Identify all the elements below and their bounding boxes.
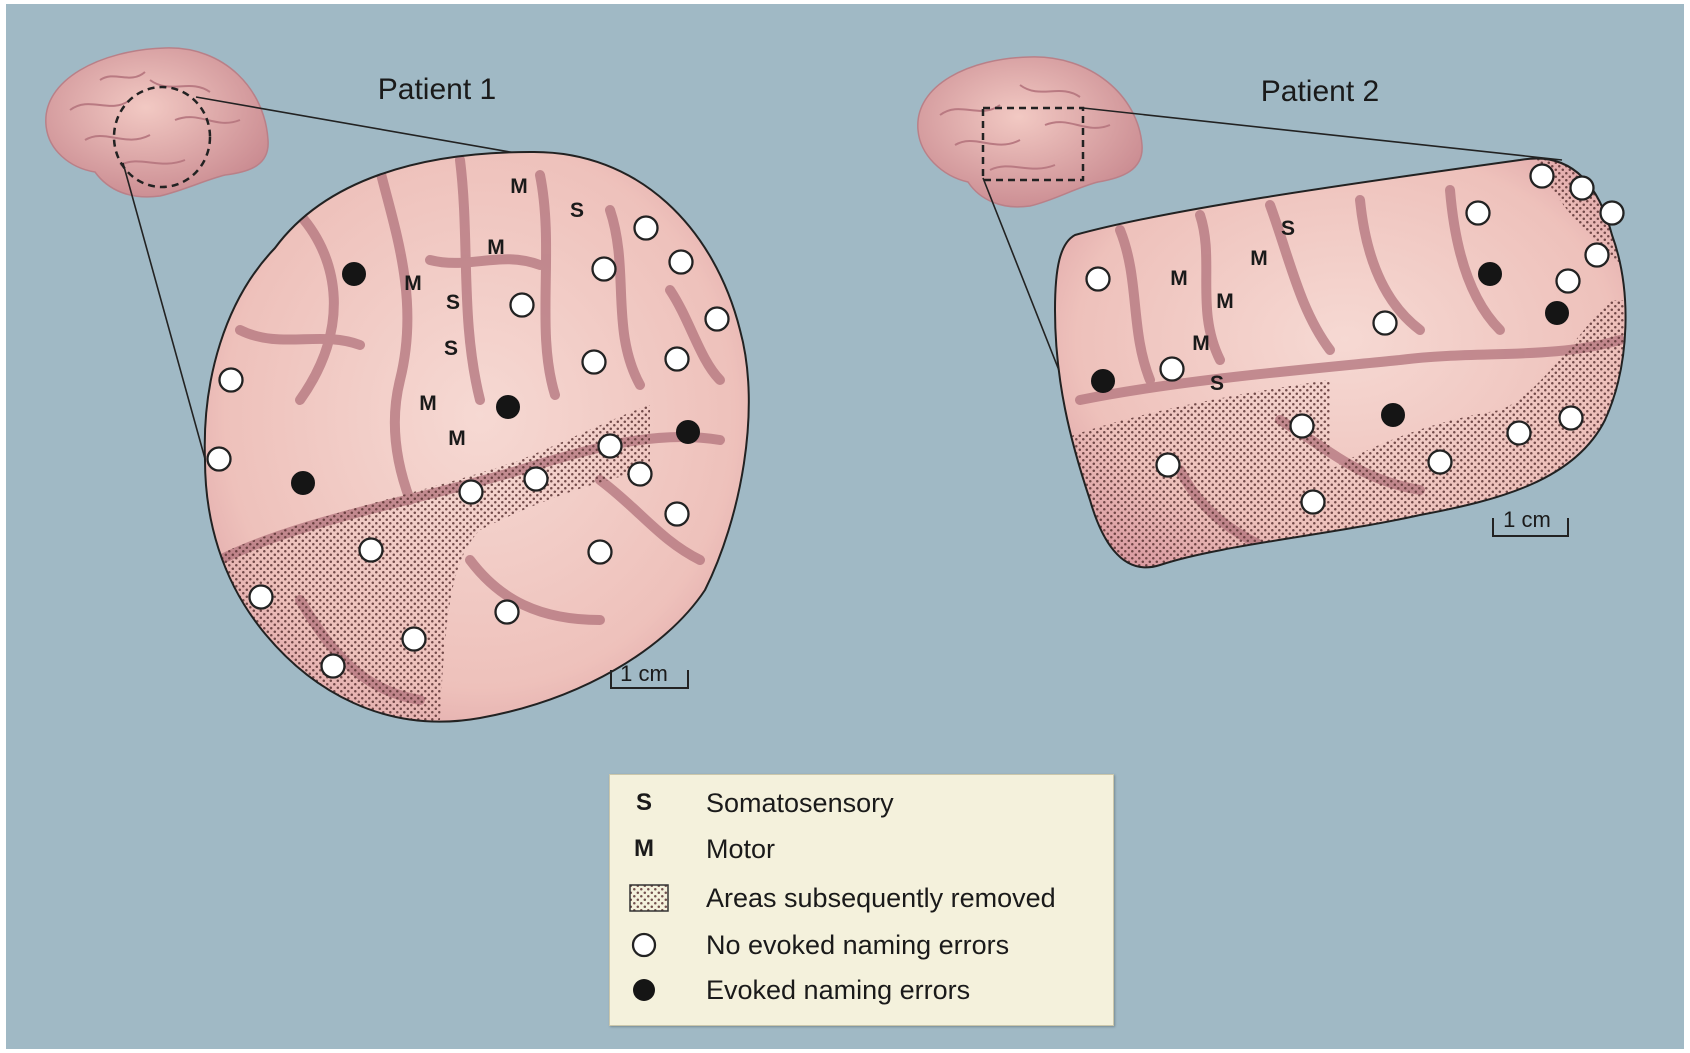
open-site	[208, 448, 231, 471]
motor-site-label: M	[1170, 267, 1188, 290]
patient-1-scale-label: 1 cm	[620, 661, 668, 686]
motor-legend-symbol: M	[634, 835, 654, 863]
open-site	[599, 435, 622, 458]
open-site	[670, 251, 693, 274]
error-site	[1382, 404, 1405, 427]
open-site	[1586, 244, 1609, 267]
legend-label: Areas subsequently removed	[706, 883, 1056, 914]
somatosensory-site-label: S	[1210, 372, 1224, 395]
open-site	[1087, 268, 1110, 291]
legend-label: Somatosensory	[706, 788, 894, 819]
open-site	[629, 463, 652, 486]
open-site	[511, 294, 534, 317]
motor-site-label: M	[1192, 332, 1210, 355]
legend-label: No evoked naming errors	[706, 930, 1009, 961]
somatosensory-site-label: S	[570, 199, 584, 222]
error-site	[1479, 263, 1502, 286]
somatosensory-site-label: S	[446, 291, 460, 314]
somatosensory-legend-symbol: S	[636, 789, 652, 817]
open-site	[1429, 451, 1452, 474]
open-site	[403, 628, 426, 651]
somatosensory-site-label: S	[1281, 217, 1295, 240]
open-site	[635, 217, 658, 240]
motor-site-label: M	[510, 175, 528, 198]
filled-circle-icon	[629, 975, 659, 1005]
open-site	[589, 541, 612, 564]
patient-2-title: Patient 2	[1261, 75, 1379, 108]
stipple-swatch-icon	[629, 884, 669, 912]
motor-site-label: M	[448, 427, 466, 450]
legend-row-errors: Evoked naming errors	[610, 970, 1113, 1010]
legend-row-no-errors: No evoked naming errors	[610, 925, 1113, 965]
error-site	[292, 472, 315, 495]
open-site	[525, 468, 548, 491]
open-site	[1601, 202, 1624, 225]
open-site	[1161, 358, 1184, 381]
legend: S Somatosensory M Motor Areas subsequent…	[609, 774, 1114, 1026]
open-site	[1302, 491, 1325, 514]
motor-site-label: M	[419, 392, 437, 415]
motor-site-label: M	[1216, 290, 1234, 313]
legend-row-removed: Areas subsequently removed	[610, 878, 1113, 918]
legend-row-somatosensory: S Somatosensory	[610, 783, 1113, 823]
error-site	[677, 421, 700, 444]
open-site	[322, 655, 345, 678]
open-site	[1508, 422, 1531, 445]
open-site	[593, 258, 616, 281]
open-site	[1557, 270, 1580, 293]
open-site	[1374, 312, 1397, 335]
error-site	[343, 263, 366, 286]
open-site	[220, 369, 243, 392]
motor-site-label: M	[1250, 247, 1268, 270]
open-site	[666, 503, 689, 526]
legend-row-motor: M Motor	[610, 829, 1113, 869]
open-site	[666, 348, 689, 371]
legend-label: Evoked naming errors	[706, 975, 970, 1006]
open-site	[460, 481, 483, 504]
legend-label: Motor	[706, 834, 775, 865]
open-circle-icon	[629, 930, 659, 960]
open-site	[583, 351, 606, 374]
open-site	[1467, 202, 1490, 225]
motor-site-label: M	[404, 272, 422, 295]
open-site	[1291, 415, 1314, 438]
open-site	[496, 601, 519, 624]
open-site	[1571, 177, 1594, 200]
open-site	[360, 539, 383, 562]
open-site	[250, 586, 273, 609]
open-site	[706, 308, 729, 331]
somatosensory-site-label: S	[444, 337, 458, 360]
error-site	[497, 396, 520, 419]
open-site	[1531, 165, 1554, 188]
open-site	[1157, 454, 1180, 477]
error-site	[1092, 370, 1115, 393]
motor-site-label: M	[487, 236, 505, 259]
patient-2-scale-label: 1 cm	[1503, 507, 1551, 532]
open-site	[1560, 407, 1583, 430]
patient-1-title: Patient 1	[378, 73, 496, 106]
error-site	[1546, 302, 1569, 325]
